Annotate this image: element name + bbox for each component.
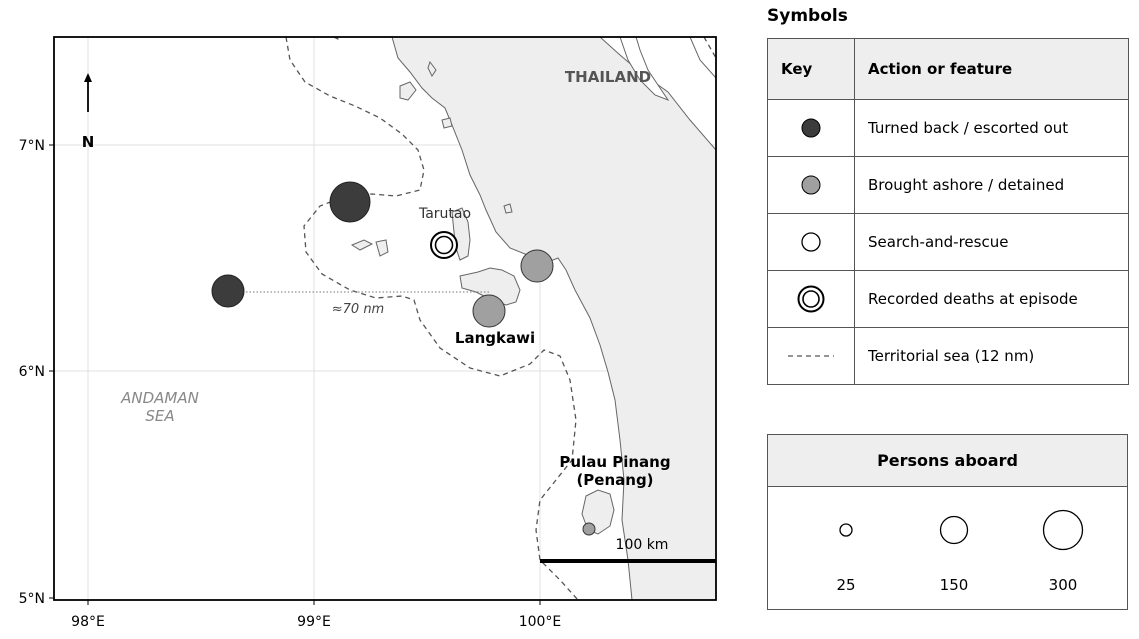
marker-brought-ashore-coast — [520, 249, 554, 283]
size-label-150: 150 — [939, 576, 969, 594]
island-f — [503, 203, 513, 214]
legend-row: Territorial sea (12 nm) — [767, 327, 1129, 385]
dashed-line-icon — [788, 355, 834, 357]
white-circle-icon — [801, 232, 821, 252]
sea-label-line2: SEA — [145, 407, 174, 425]
double-ring-icon — [797, 285, 825, 313]
marker-brought-ashore-penang — [582, 522, 596, 536]
lat-tick-5: 5°N — [19, 591, 45, 607]
legend-header-key: Key — [767, 38, 855, 100]
marker-brought-ashore-langkawi — [472, 294, 506, 328]
penang-label-line1: Pulau Pinang — [559, 453, 670, 471]
legend-row: Turned back / escorted out — [767, 99, 1129, 157]
size-circles — [839, 509, 1084, 551]
map-frame — [53, 36, 717, 601]
symbols-title: Symbols — [767, 6, 848, 26]
markers — [211, 181, 596, 536]
grey-circle-icon — [801, 175, 821, 195]
island-c — [427, 60, 437, 77]
axis-ticks — [49, 144, 541, 605]
legend-label: Brought ashore / detained — [854, 156, 1129, 214]
legend-label: Territorial sea (12 nm) — [854, 327, 1129, 385]
persons-aboard-title: Persons aboard — [768, 435, 1127, 487]
island-e — [375, 239, 389, 257]
legend-row: Brought ashore / detained — [767, 156, 1129, 214]
lon-tick-99: 99°E — [297, 614, 331, 630]
lon-tick-100: 100°E — [519, 614, 562, 630]
langkawi-label: Langkawi — [455, 329, 535, 347]
marker-deaths-inner — [434, 235, 454, 255]
size-circle-25 — [839, 523, 853, 537]
marker-turned-back-large — [329, 181, 371, 223]
marker-turned-back-offshore — [211, 274, 245, 308]
island-a — [399, 81, 417, 101]
symbols-legend: Key Action or feature Turned back / esco… — [767, 38, 1129, 385]
island-b — [441, 117, 453, 129]
dark-circle-icon — [801, 118, 821, 138]
legend-label: Recorded deaths at episode — [854, 270, 1129, 328]
size-label-300: 300 — [1048, 576, 1078, 594]
inlet — [619, 37, 670, 102]
legend-row: Recorded deaths at episode — [767, 270, 1129, 328]
north-label: N — [82, 133, 95, 151]
tarutao-label: Tarutao — [418, 206, 471, 222]
penang-label-line2: (Penang) — [576, 471, 653, 489]
island-d — [350, 239, 374, 251]
north-arrow-head — [84, 73, 92, 82]
size-circle-150 — [939, 515, 969, 545]
lon-tick-98: 98°E — [71, 614, 105, 630]
size-label-25: 25 — [836, 576, 856, 594]
lat-tick-6: 6°N — [19, 364, 45, 380]
sea-label-line1: ANDAMAN — [120, 389, 199, 407]
legend-row: Search-and-rescue — [767, 213, 1129, 271]
lat-tick-7: 7°N — [19, 138, 45, 154]
size-circle-300 — [1042, 509, 1084, 551]
scale-label: 100 km — [616, 537, 669, 553]
persons-aboard-legend: Persons aboard 25 150 300 — [767, 434, 1128, 610]
legend-label: Search-and-rescue — [854, 213, 1129, 271]
distance-label: ≈70 nm — [332, 302, 384, 317]
thailand-label: THAILAND — [565, 68, 651, 86]
map-figure: 100 km N THAILAND Tarutao Langkawi Pulau… — [19, 36, 717, 630]
langkawi-island — [459, 267, 521, 306]
legend-header-action: Action or feature — [854, 38, 1129, 100]
legend-label: Turned back / escorted out — [854, 99, 1129, 157]
